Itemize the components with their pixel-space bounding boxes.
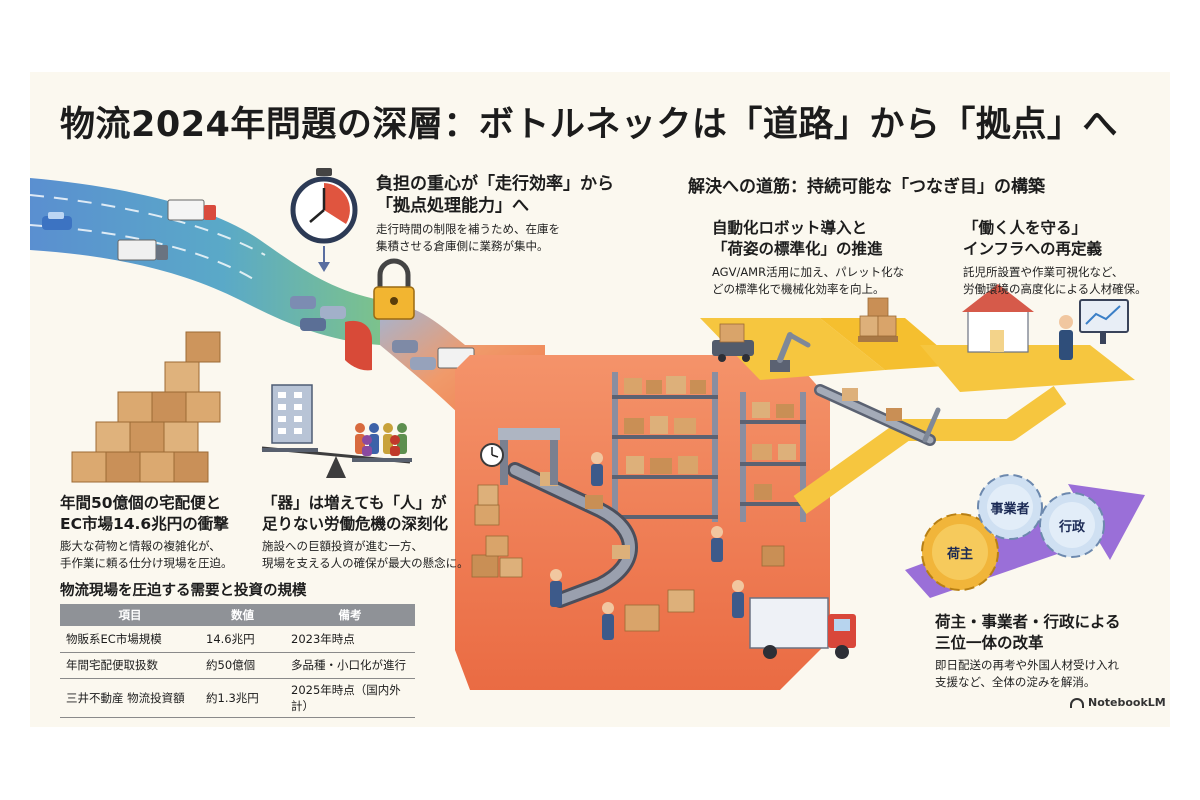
balance-scale-icon (261, 446, 412, 478)
automation-heading-line1: 自動化ロボット導入と (712, 219, 868, 237)
automation-section: 自動化ロボット導入と 「荷姿の標準化」の推進 AGV/AMR活用に加え、パレット… (712, 218, 942, 297)
solution-header: 解決への道筋：持続可能な「つなぎ目」の構築 (688, 177, 1045, 197)
gear-operator-icon (977, 474, 1043, 540)
office-building-icon (271, 384, 313, 444)
shift-body-line2: 集積させる倉庫側に業務が集中。 (376, 238, 549, 253)
lock-icon (373, 258, 415, 320)
automation-heading-line2: 「荷姿の標準化」の推進 (712, 239, 883, 258)
shift-section: 負担の重心が「走行効率」から 「拠点処理能力」へ 走行時間の制限を補うため、在庫… (376, 173, 696, 255)
demand-body-line1: 膨大な荷物と情報の複雑化が、 (60, 538, 221, 553)
automation-body-line2: どの標準化で機械化効率を向上。 (712, 281, 885, 296)
gear-shipper-icon (921, 513, 999, 591)
pallet-boxes (858, 297, 898, 342)
labor-body-line1: 施設への巨額投資が進む一方、 (262, 538, 423, 553)
table-row: 三井不動産 物流投資額 約1.3兆円 2025年時点（国内外計） (60, 678, 415, 718)
table-header-value: 数値 (200, 604, 285, 626)
workers-body-line2: 労働環境の高度化による人材確保。 (963, 281, 1147, 296)
table-cell: 2025年時点（国内外計） (285, 678, 415, 718)
labor-heading-line2: 足りない労働危機の深刻化 (262, 514, 449, 533)
highway-vehicles (42, 199, 346, 331)
table-cell: 約1.3兆円 (200, 678, 285, 718)
workers-section: 「働く人を守る」 インフラへの再定義 託児所設置や作業可視化など、 労働環境の高… (963, 218, 1173, 297)
notebooklm-logo-icon (1070, 697, 1084, 708)
demand-section: 年間50億個の宅配便と EC市場14.6兆円の衝撃 膨大な荷物と情報の複雑化が、… (60, 493, 280, 571)
gear-shipper-label: 荷主 (946, 547, 973, 562)
robot-arm-icon (770, 332, 811, 372)
workers-body-line1: 託児所設置や作業可視化など、 (963, 264, 1124, 279)
trinity-heading-line2: 三位一体の改革 (935, 633, 1044, 652)
shift-body-line1: 走行時間の制限を補うため、在庫を (376, 222, 560, 237)
parcel-stack (71, 331, 221, 483)
demand-heading-line1: 年間50億個の宅配便と (60, 494, 222, 512)
demand-heading-line2: EC市場14.6兆円の衝撃 (60, 514, 229, 533)
workers-heading-line2: インフラへの再定義 (963, 239, 1103, 258)
logo-text: NotebookLM (1088, 696, 1166, 709)
automation-body-line1: AGV/AMR活用に加え、パレット化な (712, 264, 905, 279)
staff-person-icon (1059, 315, 1073, 360)
table-title: 物流現場を圧迫する需要と投資の規模 (60, 583, 307, 599)
conveyor-belt (507, 462, 638, 608)
shift-heading-line2: 「拠点処理能力」へ (376, 196, 529, 217)
wall-clock-icon (480, 443, 504, 467)
scanner-gate (498, 428, 560, 485)
bottleneck-band (345, 320, 372, 371)
truck-icon (167, 199, 216, 221)
table-cell: 三井不動産 物流投資額 (60, 678, 200, 718)
table-header-row: 項目 数値 備考 (60, 604, 415, 626)
labor-heading-line1: 「器」は増えても「人」が (262, 494, 447, 512)
table-cell: 物販系EC市場規模 (60, 626, 200, 653)
table-cell: 多品種・小口化が進行 (285, 652, 415, 679)
labor-body-line2: 現場を支える人の確保が最大の懸念に。 (262, 555, 469, 570)
table-header-item: 項目 (60, 604, 200, 626)
table-header-note: 備考 (285, 604, 415, 626)
delivery-truck-icon (749, 597, 856, 659)
trinity-section: 荷主・事業者・行政による 三位一体の改革 即日配送の再考や外国人材受け入れ 支援… (935, 612, 1170, 690)
trinity-heading-line1: 荷主・事業者・行政による (935, 613, 1121, 631)
labor-section: 「器」は増えても「人」が 足りない労働危機の深刻化 施設への巨額投資が進む一方、… (262, 493, 477, 571)
table-row: 年間宅配便取扱数 約50億個 多品種・小口化が進行 (60, 652, 415, 679)
warehouse-workers (550, 452, 744, 640)
table-cell: 2023年時点 (285, 626, 415, 653)
trinity-body-line1: 即日配送の再考や外国人材受け入れ (935, 657, 1119, 672)
monitor-icon (1079, 299, 1129, 344)
workers-heading-line1: 「働く人を守る」 (963, 219, 1088, 237)
warehouse-box-piles (471, 484, 785, 632)
demand-body-line2: 手作業に頼る仕分け現場を圧迫。 (60, 555, 233, 570)
scale-table: 項目 数値 備考 物販系EC市場規模 14.6兆円 2023年時点 年間宅配便取… (60, 604, 415, 718)
agv-robot-icon (712, 323, 754, 362)
stopwatch-icon (290, 168, 358, 272)
trinity-body-line2: 支援など、全体の淀みを解消。 (935, 674, 1096, 689)
gear-government-icon (1039, 492, 1105, 558)
notebooklm-logo: NotebookLM (1070, 696, 1166, 709)
table-cell: 年間宅配便取扱数 (60, 652, 200, 679)
childcare-house-icon (962, 284, 1034, 353)
automation-conveyor (814, 384, 941, 446)
table-row: 物販系EC市場規模 14.6兆円 2023年時点 (60, 626, 415, 653)
gear-government-label: 行政 (1058, 520, 1085, 535)
gear-operator-label: 事業者 (990, 502, 1030, 517)
table-cell: 14.6兆円 (200, 626, 285, 653)
automation-path (700, 318, 1135, 514)
truck-icon (117, 239, 168, 261)
crowd-people-icon (355, 423, 407, 456)
shift-heading-line1: 負担の重心が「走行効率」から (376, 174, 614, 194)
storage-shelving (612, 372, 806, 522)
table-cell: 約50億個 (200, 652, 285, 679)
page-title: 物流2024年問題の深層：ボトルネックは「道路」から「拠点」へ (60, 105, 1118, 145)
